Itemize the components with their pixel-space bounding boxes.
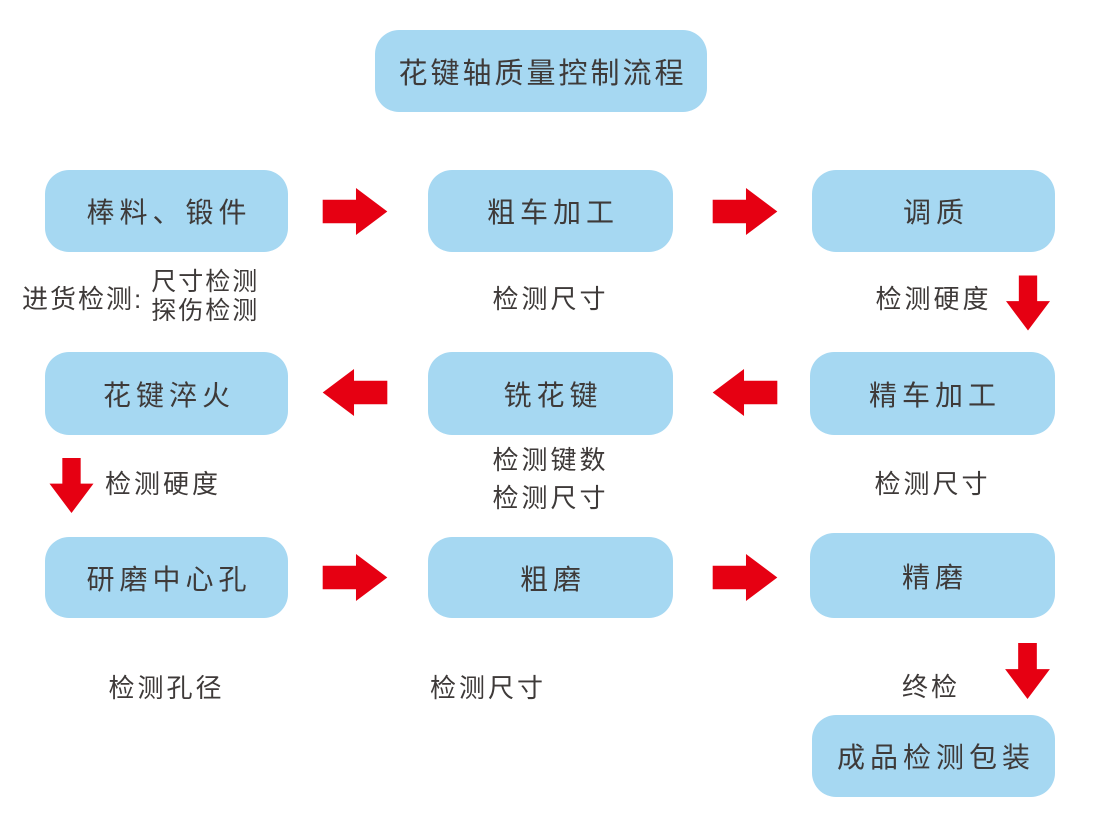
node-bar-stock: 棒料、锻件 bbox=[45, 170, 288, 252]
node-rough-grinding: 粗磨 bbox=[428, 537, 673, 618]
node-rough-turning: 粗车加工 bbox=[428, 170, 673, 252]
node-finished-packaging: 成品检测包装 bbox=[812, 715, 1055, 797]
inspection-note-rough-turning: 检测尺寸 bbox=[492, 284, 609, 314]
incoming-inspection-item: 尺寸检测 bbox=[151, 268, 260, 296]
node-tempering: 调质 bbox=[812, 170, 1055, 252]
inspection-note-spline-quenching: 检测硬度 bbox=[105, 469, 222, 499]
inspection-note-center-hole: 检测孔径 bbox=[108, 673, 225, 703]
incoming-inspection-item: 探伤检测 bbox=[151, 297, 260, 325]
arrow-right-icon bbox=[322, 554, 388, 601]
arrow-left-icon bbox=[712, 369, 778, 416]
node-center-hole-grinding: 研磨中心孔 bbox=[45, 537, 288, 618]
incoming-inspection-note: 进货检测: 尺寸检测 探伤检测 bbox=[22, 268, 259, 326]
arrow-down-icon bbox=[1003, 643, 1052, 699]
arrow-right-icon bbox=[322, 188, 388, 235]
node-fine-turning: 精车加工 bbox=[810, 352, 1055, 435]
inspection-note-spline-milling: 检测键数 检测尺寸 bbox=[428, 441, 673, 517]
incoming-inspection-label: 进货检测: bbox=[22, 283, 144, 314]
final-inspection-label: 终检 bbox=[902, 672, 961, 702]
inspection-note-line: 检测尺寸 bbox=[492, 483, 609, 513]
flow-title: 花键轴质量控制流程 bbox=[375, 30, 707, 112]
node-spline-quenching: 花键淬火 bbox=[45, 352, 288, 435]
inspection-note-rough-grinding: 检测尺寸 bbox=[430, 673, 547, 703]
node-spline-milling: 铣花键 bbox=[428, 352, 673, 435]
node-fine-grinding: 精磨 bbox=[810, 533, 1055, 618]
arrow-right-icon bbox=[712, 554, 778, 601]
arrow-left-icon bbox=[322, 369, 388, 416]
arrow-down-icon bbox=[48, 458, 95, 513]
arrow-right-icon bbox=[712, 188, 778, 235]
inspection-note-line: 检测键数 bbox=[492, 445, 609, 475]
inspection-note-fine-turning: 检测尺寸 bbox=[874, 469, 991, 499]
arrow-down-icon bbox=[1006, 274, 1050, 332]
incoming-inspection-items: 尺寸检测 探伤检测 bbox=[151, 268, 259, 326]
inspection-note-tempering: 检测硬度 bbox=[875, 284, 992, 314]
